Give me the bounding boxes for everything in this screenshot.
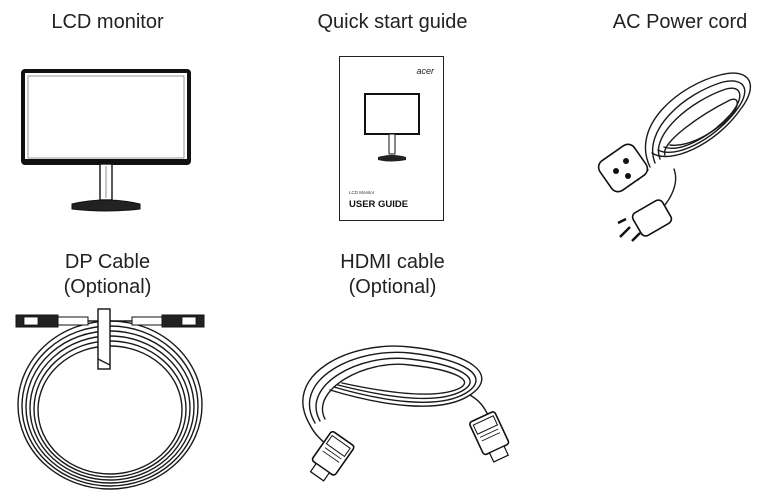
dp-cable-illustration xyxy=(15,308,205,490)
booklet-brand: acer xyxy=(416,66,434,76)
hdmi-cable-label: HDMI cable (Optional) xyxy=(300,250,485,300)
hdmi-cable-label-line1: HDMI cable xyxy=(340,251,445,273)
lcd-monitor-label: LCD monitor xyxy=(51,11,164,33)
booklet-title: USER GUIDE xyxy=(349,199,409,210)
ac-power-cord-illustration xyxy=(597,72,751,242)
hdmi-cable-illustration xyxy=(302,345,510,482)
dp-cable-label-line2: (Optional) xyxy=(63,276,152,298)
booklet-monitor-icon xyxy=(364,93,420,162)
lcd-monitor-illustration xyxy=(21,69,191,212)
dp-cable-label-line1: DP Cable xyxy=(64,251,151,273)
ac-power-cord-label: AC Power cord xyxy=(612,11,748,33)
hdmi-cable-label-line2: (Optional) xyxy=(348,276,437,298)
booklet-subtitle: LCD Monitor xyxy=(349,190,375,195)
quick-start-guide-booklet: acer LCD Monitor USER GUIDE xyxy=(339,56,444,221)
dp-cable-label: DP Cable (Optional) xyxy=(20,250,195,300)
quick-start-guide-label: Quick start guide xyxy=(317,11,468,33)
